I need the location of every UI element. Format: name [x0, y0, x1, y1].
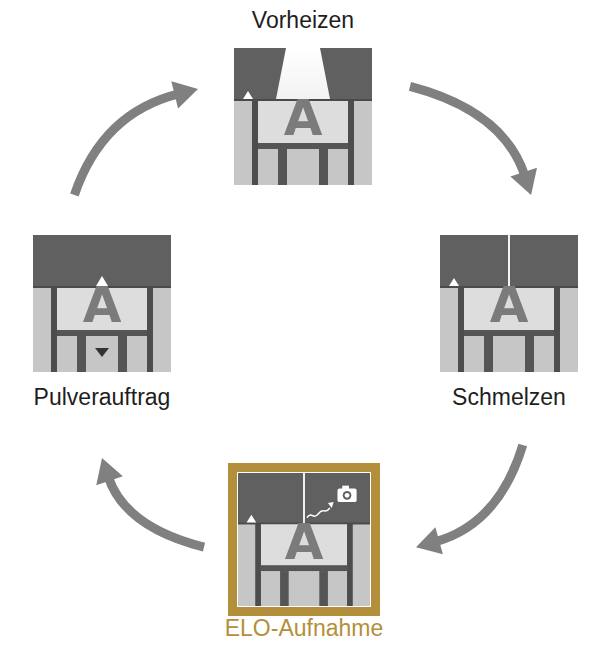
step-label: Pulverauftrag: [34, 384, 171, 411]
arrow-line: [108, 477, 204, 547]
cycle-arrow: [410, 86, 537, 195]
part-letter: A: [238, 517, 370, 567]
cycle-arrow: [96, 458, 204, 547]
step-label: Schmelzen: [452, 384, 566, 411]
part-letter: A: [234, 93, 372, 143]
step-label: ELO-Aufnahme: [225, 615, 384, 642]
part-letter: A: [440, 280, 578, 330]
cycle-arrow: [416, 445, 523, 554]
arrow-line: [410, 86, 525, 176]
arrow-head: [171, 81, 198, 108]
step-label: Vorheizen: [252, 7, 354, 34]
arrow-head: [510, 168, 537, 195]
arrow-line: [74, 94, 178, 195]
step-tile: APulverauftrag: [33, 235, 171, 372]
tile-inner: A: [238, 473, 370, 606]
arrow-line: [435, 445, 523, 542]
cycle-arrow: [74, 81, 198, 195]
highlighted-step-tile: AELO-Aufnahme: [228, 463, 380, 616]
step-tile: AVorheizen: [234, 48, 372, 185]
arrow-head: [96, 458, 123, 485]
step-tile: ASchmelzen: [440, 235, 578, 372]
arrow-head: [416, 527, 443, 554]
part-letter: A: [33, 280, 171, 330]
